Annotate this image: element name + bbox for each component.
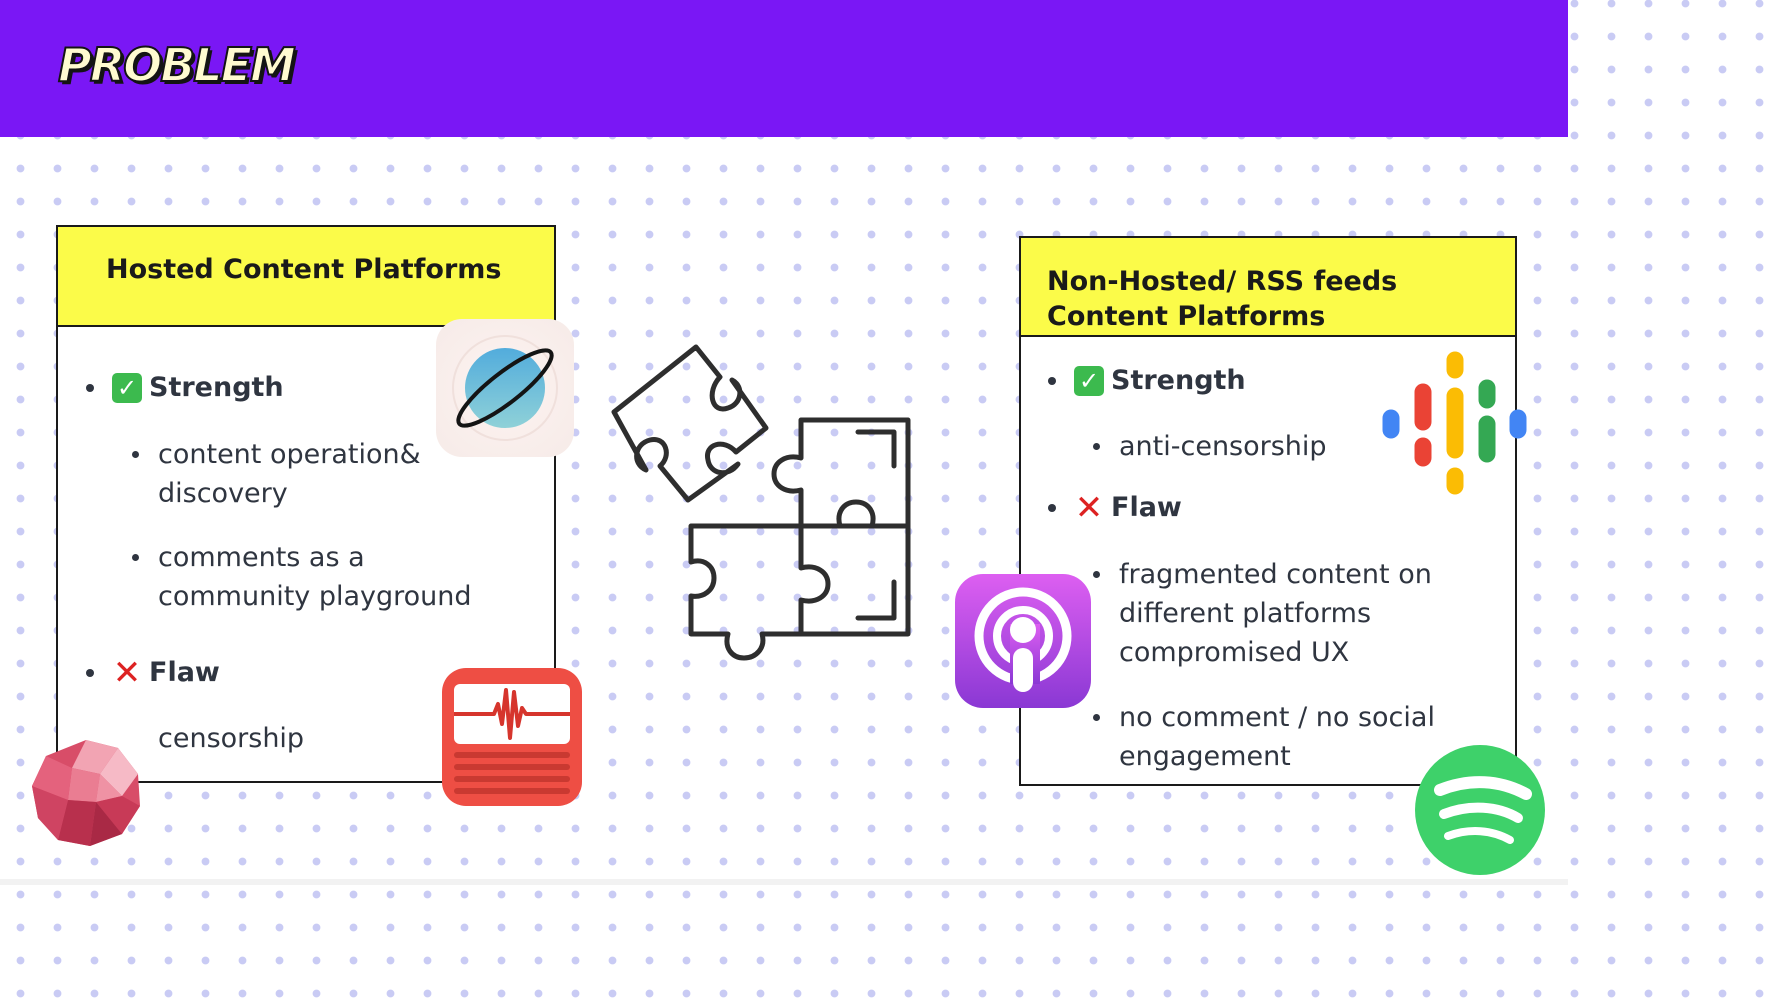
page-title: PROBLEM <box>57 37 297 93</box>
strength-heading: ✓ Strength <box>1048 365 1246 396</box>
flaw-heading: ✕ Flaw <box>1048 487 1182 528</box>
bullet <box>86 383 94 392</box>
cross-mark-icon: ✕ <box>1074 487 1104 528</box>
bullet <box>86 668 94 677</box>
strength-item: content operation& discovery <box>132 435 458 513</box>
flaw-item: censorship <box>158 723 305 754</box>
flaw-item: fragmented content on different platform… <box>1093 555 1464 672</box>
non-hosted-platforms-title: Non-Hosted/ RSS feeds Content Platforms <box>1021 238 1515 337</box>
strength-item: comments as a community playground <box>132 538 498 616</box>
planet-app-icon <box>436 319 574 461</box>
header-bar: PROBLEM <box>0 0 1568 137</box>
cross-mark-icon: ✕ <box>112 652 142 693</box>
bullet <box>1048 376 1056 385</box>
spotify-icon <box>1414 744 1546 880</box>
puzzle-pieces-icon <box>606 342 916 676</box>
flaw-item: no comment / no social engagement <box>1093 698 1489 776</box>
bullet <box>1048 503 1056 512</box>
apple-podcasts-icon <box>955 574 1091 712</box>
hosted-platforms-card: Hosted Content Platforms ✓ Strength cont… <box>56 225 556 783</box>
polygon-gem-icon <box>30 738 142 852</box>
footer-strip <box>0 879 1568 885</box>
hosted-platforms-title: Hosted Content Platforms <box>58 227 554 327</box>
non-hosted-platforms-card: Non-Hosted/ RSS feeds Content Platforms … <box>1019 236 1517 786</box>
podcast-waveform-app-icon <box>442 668 582 810</box>
flaw-heading: ✕ Flaw <box>86 652 220 693</box>
strength-heading: ✓ Strength <box>86 372 284 403</box>
check-mark-icon: ✓ <box>112 372 142 403</box>
check-mark-icon: ✓ <box>1074 365 1104 396</box>
google-podcasts-icon <box>1380 350 1530 500</box>
strength-item: anti-censorship <box>1093 427 1419 466</box>
